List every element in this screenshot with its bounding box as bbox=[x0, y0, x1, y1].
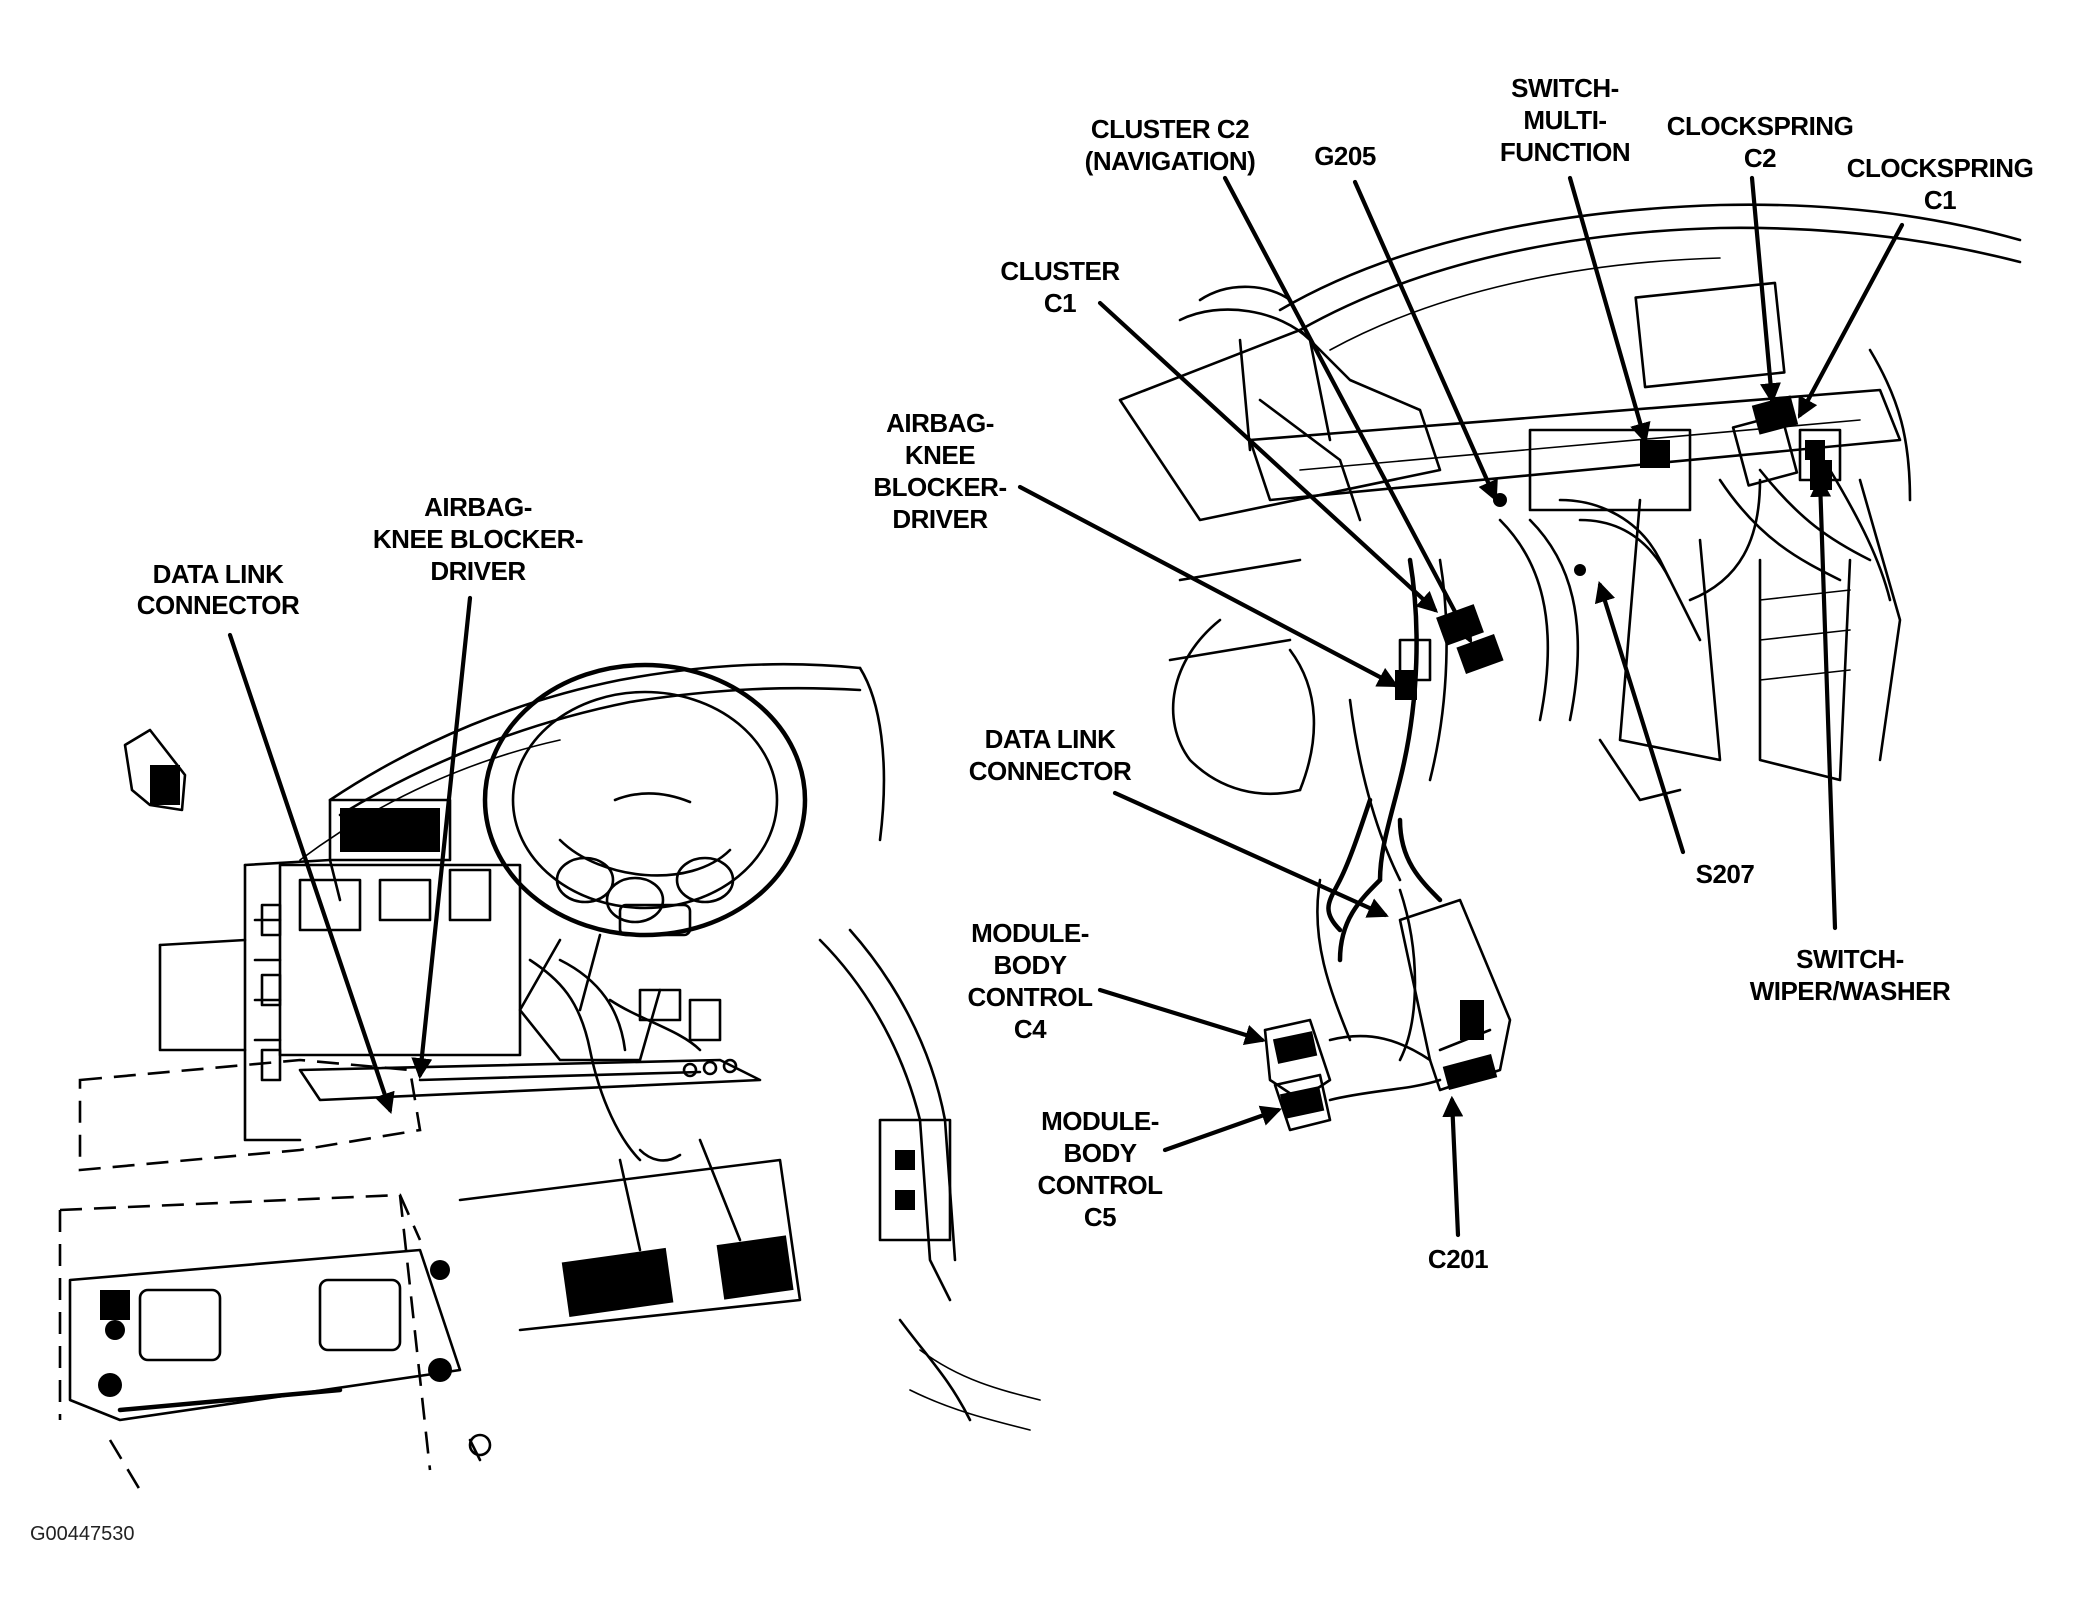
label-line: CLOCKSPRING bbox=[1667, 111, 1854, 141]
label-line: MODULE- bbox=[971, 918, 1089, 948]
callout-clockspring-c2: CLOCKSPRING C2 bbox=[1667, 111, 1854, 173]
label-line: (NAVIGATION) bbox=[1085, 146, 1256, 176]
label-line: WIPER/WASHER bbox=[1750, 976, 1951, 1006]
label-line: SWITCH- bbox=[1796, 944, 1904, 974]
callout-clockspring-c1: CLOCKSPRING C1 bbox=[1847, 153, 2034, 215]
label-line: CONNECTOR bbox=[137, 590, 300, 620]
label-line: CLUSTER C2 bbox=[1091, 114, 1249, 144]
label-line: CONTROL bbox=[1037, 1170, 1163, 1200]
label-line: C2 bbox=[1744, 143, 1776, 173]
label-line: SWITCH- bbox=[1511, 73, 1619, 103]
label-line: S207 bbox=[1696, 859, 1755, 889]
label-line: BODY bbox=[1063, 1138, 1136, 1168]
label-line: C1 bbox=[1924, 185, 1956, 215]
label-line: CONTROL bbox=[967, 982, 1093, 1012]
callout-switch-multifunction: SWITCH- MULTI- FUNCTION bbox=[1500, 73, 1631, 167]
label-line: DRIVER bbox=[892, 504, 988, 534]
label-line: CLUSTER bbox=[1000, 256, 1120, 286]
callout-g205: G205 bbox=[1314, 141, 1376, 171]
label-line: DRIVER bbox=[430, 556, 526, 586]
label-line: C5 bbox=[1084, 1202, 1116, 1232]
label-line: CLOCKSPRING bbox=[1847, 153, 2034, 183]
callout-module-body-control-c4: MODULE- BODY CONTROL C4 bbox=[967, 918, 1093, 1044]
label-line: BLOCKER- bbox=[873, 472, 1006, 502]
label-line: AIRBAG- bbox=[886, 408, 994, 438]
label-line: DATA LINK bbox=[985, 724, 1116, 754]
left-dashboard-illustration bbox=[58, 662, 1041, 1491]
label-line: C201 bbox=[1428, 1244, 1488, 1274]
label-line: C1 bbox=[1044, 288, 1076, 318]
figure-id: G00447530 bbox=[30, 1523, 135, 1545]
label-line: CONNECTOR bbox=[969, 756, 1132, 786]
callout-airbag-knee-blocker-left: AIRBAG- KNEE BLOCKER- DRIVER bbox=[373, 492, 584, 586]
label-line: AIRBAG- bbox=[424, 492, 532, 522]
leader-lines bbox=[227, 175, 1905, 1238]
label-line: KNEE bbox=[905, 440, 975, 470]
callout-s207: S207 bbox=[1696, 859, 1755, 889]
label-line: BODY bbox=[993, 950, 1066, 980]
label-line: G205 bbox=[1314, 141, 1376, 171]
label-line: FUNCTION bbox=[1500, 137, 1630, 167]
callout-switch-wiper-washer: SWITCH- WIPER/WASHER bbox=[1750, 944, 1952, 1006]
label-line: C4 bbox=[1014, 1014, 1047, 1044]
label-line: MODULE- bbox=[1041, 1106, 1159, 1136]
callout-cluster-c2: CLUSTER C2 (NAVIGATION) bbox=[1085, 114, 1256, 176]
callout-module-body-control-c5: MODULE- BODY CONTROL C5 bbox=[1037, 1106, 1163, 1232]
label-line: MULTI- bbox=[1523, 105, 1606, 135]
label-line: KNEE BLOCKER- bbox=[373, 524, 583, 554]
callout-c201: C201 bbox=[1428, 1244, 1489, 1274]
callout-data-link-connector-left: DATA LINK CONNECTOR bbox=[137, 559, 301, 620]
label-line: DATA LINK bbox=[153, 559, 284, 589]
callout-cluster-c1: CLUSTER C1 bbox=[1000, 256, 1121, 318]
right-harness-illustration bbox=[1118, 203, 2022, 1132]
callout-airbag-knee-blocker-right: AIRBAG- KNEE BLOCKER- DRIVER bbox=[873, 408, 1007, 534]
callout-data-link-connector-right: DATA LINK CONNECTOR bbox=[969, 724, 1133, 786]
